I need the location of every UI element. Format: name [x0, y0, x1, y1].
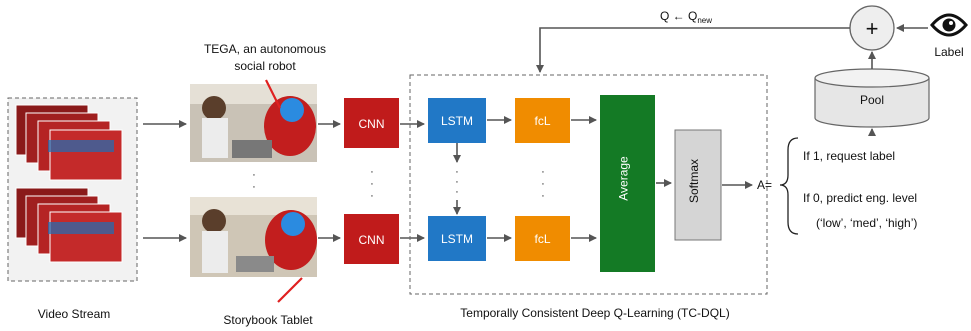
tega-label-line1: TEGA, an autonomous — [204, 42, 326, 56]
cnn-label-bottom: CNN — [359, 233, 385, 247]
storybook-pointer-line — [277, 277, 303, 303]
fcl-block-bottom — [515, 216, 570, 261]
plus-symbol: + — [866, 16, 879, 41]
output-option-1: If 1, request label — [803, 149, 895, 163]
frame-dots: · — [252, 169, 256, 181]
frame-bottom — [190, 197, 317, 277]
tcdql-boundary — [409, 74, 768, 295]
lstm-dots-1: · — [455, 166, 459, 178]
tcdql-label: Temporally Consistent Deep Q-Learning (T… — [460, 306, 729, 320]
video-stream-panel — [7, 97, 138, 282]
softmax-label: Softmax — [687, 159, 701, 203]
pool-cylinder — [814, 68, 930, 128]
lstm-dots-3: · — [455, 186, 459, 198]
q-update-subscript: new — [697, 16, 712, 25]
tega-label-line2: social robot — [234, 59, 296, 73]
fcl-block-top — [515, 98, 570, 143]
q-update-prefix: Q ← Q — [660, 9, 697, 23]
video-stream-label: Video Stream — [38, 307, 111, 321]
lstm-label-top: LSTM — [441, 114, 473, 128]
fcl-dots-1: · — [541, 166, 545, 178]
q-update-label: Q ← Qnew — [660, 9, 712, 25]
eye-icon — [930, 13, 968, 37]
average-label: Average — [617, 156, 631, 201]
fcl-label-top: fcL — [534, 114, 550, 128]
frame-dots-2: · — [252, 181, 256, 193]
lstm-dots-2: · — [455, 176, 459, 188]
output-brace — [779, 137, 799, 235]
label-text: Label — [934, 45, 963, 59]
output-prefix: A= — [757, 178, 772, 192]
frame-top — [190, 84, 317, 162]
cnn-dots-1: · — [370, 166, 374, 178]
storybook-label: Storybook Tablet — [223, 313, 313, 327]
lstm-block-bottom — [428, 216, 486, 261]
cnn-block-bottom — [344, 214, 399, 264]
softmax-block — [674, 129, 722, 241]
output-option-3: (‘low’, ‘med’, ‘high’) — [816, 216, 917, 230]
lstm-label-bottom: LSTM — [441, 232, 473, 246]
cnn-block-top — [344, 98, 399, 148]
average-block — [600, 95, 655, 272]
cnn-dots-2: · — [370, 178, 374, 190]
tega-pointer-line — [265, 79, 281, 109]
cnn-dots-3: · — [370, 190, 374, 202]
lstm-block-top — [428, 98, 486, 143]
pool-label: Pool — [860, 93, 884, 107]
cnn-label-top: CNN — [359, 117, 385, 131]
fcl-dots-2: · — [541, 178, 545, 190]
arrow-q-update-feedback — [536, 27, 850, 73]
fcl-label-bottom: fcL — [534, 232, 550, 246]
output-option-2: If 0, predict eng. level — [803, 191, 917, 205]
fcl-dots-3: · — [541, 190, 545, 202]
